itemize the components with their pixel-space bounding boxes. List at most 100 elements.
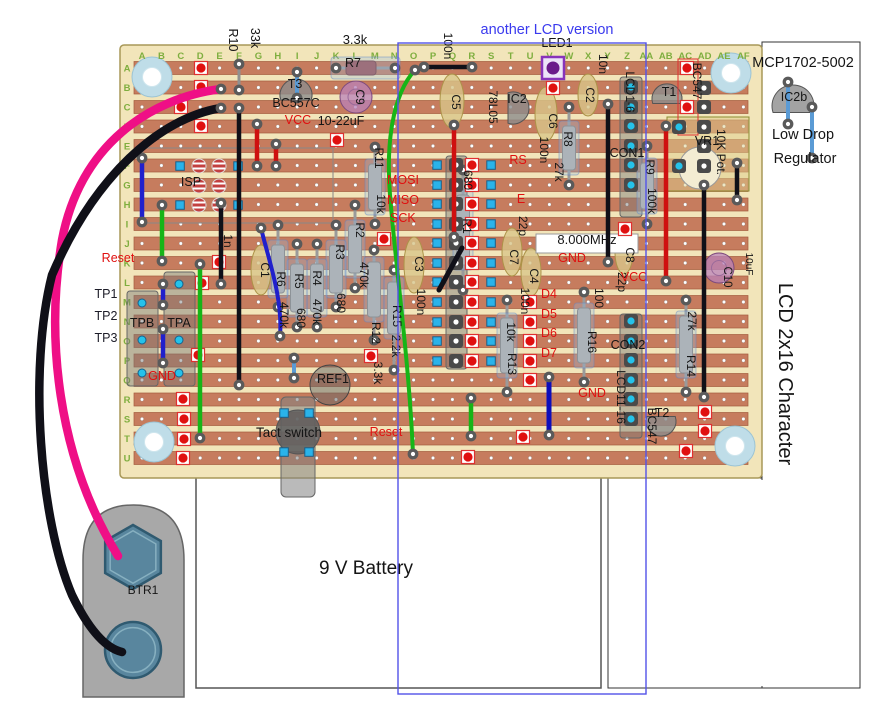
hole: [159, 319, 164, 324]
hole: [508, 183, 513, 187]
hole: [663, 436, 668, 441]
hole: [741, 319, 746, 324]
label-100n: 100n: [537, 137, 551, 164]
hole: [431, 85, 435, 90]
solder-hole: [410, 451, 416, 457]
col-letter-N: N: [391, 51, 398, 62]
hole: [198, 241, 203, 246]
hole: [469, 378, 474, 382]
solder-hole: [236, 382, 242, 388]
hole: [547, 222, 552, 226]
connector-pad-hole: [675, 123, 683, 131]
t1-pad-outline: [677, 58, 699, 136]
hole: [353, 358, 358, 363]
label-10k-pot-: 10K Pot.: [714, 129, 728, 175]
label-100: 100: [592, 288, 606, 308]
hole: [605, 300, 610, 304]
hole: [353, 163, 358, 168]
label-r8: R8: [561, 131, 575, 147]
hole: [314, 163, 319, 168]
hole: [605, 397, 610, 402]
hole: [547, 280, 552, 285]
hole: [663, 378, 668, 382]
hole: [256, 397, 261, 402]
hole: [547, 163, 552, 168]
solder-hole: [809, 104, 815, 110]
hole: [237, 417, 241, 421]
cut-marker-dot: [518, 432, 528, 442]
col-letter-Q: Q: [449, 51, 456, 62]
hole: [741, 280, 746, 285]
hole: [489, 124, 494, 129]
label-t3: T3: [288, 77, 303, 91]
label-c2: C2: [583, 87, 597, 103]
label-100n: 100n: [518, 288, 532, 315]
hole: [178, 300, 183, 304]
label-lcd11-16: LCD11-16: [614, 370, 628, 424]
label-ic2b: IC2b: [781, 90, 807, 104]
solder-hole: [254, 121, 260, 127]
hole: [450, 456, 455, 460]
cut-marker-dot: [467, 297, 477, 307]
hole: [683, 85, 688, 90]
hole: [217, 144, 222, 148]
solder-hole: [546, 374, 552, 380]
hole: [528, 202, 532, 207]
solder-hole: [333, 65, 339, 71]
connector-pad-hole: [627, 122, 635, 130]
mount-hole-center: [721, 63, 741, 83]
label-regulator: Regulator: [774, 151, 837, 167]
hole: [508, 66, 513, 70]
hole: [683, 222, 688, 226]
R14-overlay: [675, 310, 697, 379]
hole: [159, 397, 164, 402]
hole: [489, 397, 494, 402]
ref1-body: [309, 364, 351, 406]
mount-hole-center: [142, 67, 162, 87]
label-vcc: VCC: [285, 113, 311, 127]
col-letter-AC: AC: [678, 51, 692, 62]
hole: [217, 397, 222, 402]
label-r7: R7: [345, 56, 361, 70]
testpoint-dot: [174, 279, 184, 289]
hole: [353, 183, 358, 187]
label-con1: CON1: [610, 146, 645, 160]
hole: [256, 202, 261, 207]
hole: [314, 144, 319, 148]
hole: [508, 124, 513, 129]
label-100n: 100n: [441, 33, 455, 60]
cut-marker-dot: [467, 336, 477, 346]
track-marker-square: [432, 336, 442, 346]
hole: [295, 105, 300, 109]
col-letter-M: M: [371, 51, 379, 62]
label-tp2: TP2: [95, 309, 118, 323]
hole: [508, 417, 513, 421]
label-8-000mhz: 8.000MHz: [557, 232, 616, 247]
hole: [566, 397, 571, 402]
hole: [547, 202, 552, 207]
copper-strip-R: [133, 392, 749, 407]
solder-hole: [333, 304, 339, 310]
solder-hole: [663, 123, 669, 129]
hole: [741, 358, 746, 363]
hole: [256, 417, 261, 421]
hole: [256, 66, 261, 70]
label-e: E: [517, 192, 525, 206]
track-marker-square: [486, 297, 496, 307]
testpoint-dot: [137, 368, 147, 378]
solder-hole: [218, 281, 224, 287]
solder-hole: [701, 182, 707, 188]
cut-marker-dot: [525, 297, 535, 307]
row-letter-C: C: [124, 103, 131, 114]
hole: [372, 105, 377, 109]
label-680: 680: [461, 170, 475, 190]
col-letter-AE: AE: [717, 51, 730, 62]
track-marker-square: [486, 199, 496, 209]
hole: [683, 202, 688, 207]
hole: [431, 456, 435, 460]
label-ic2: IC2: [507, 92, 527, 106]
hole: [586, 222, 591, 226]
green-jumper-mid: [386, 68, 417, 456]
